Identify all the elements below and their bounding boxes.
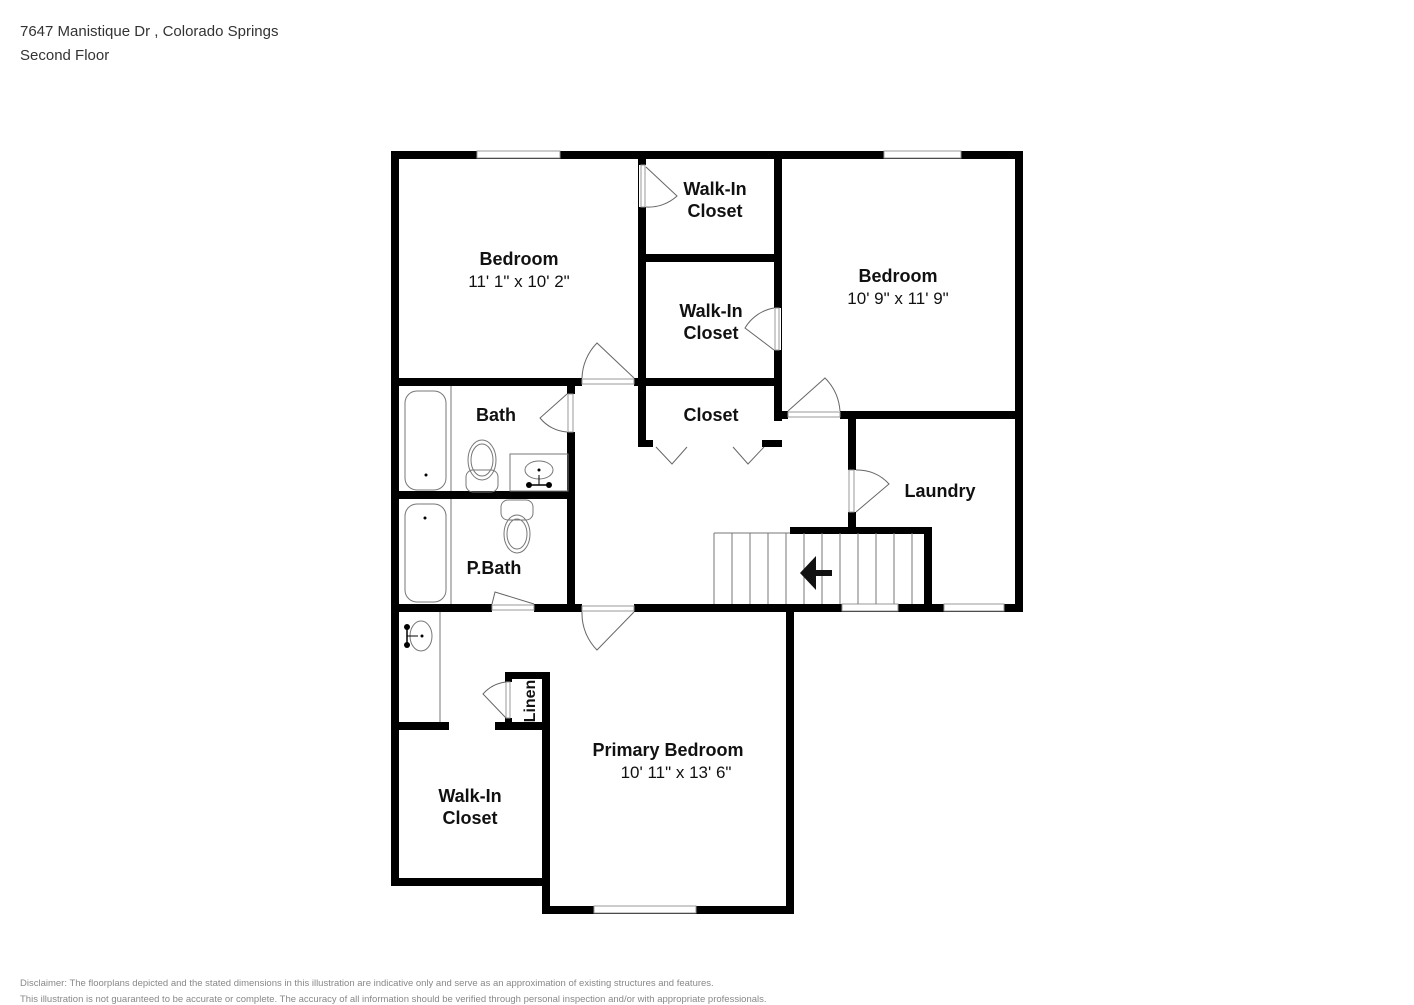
room-walkin-3-line1: Walk-In [438, 786, 501, 806]
doors [482, 164, 890, 719]
room-walkin-1-line2: Closet [687, 201, 742, 221]
property-address: 7647 Manistique Dr , Colorado Springs [20, 23, 279, 40]
room-closet-name: Closet [683, 405, 738, 425]
room-bedroom-2-name: Bedroom [858, 266, 937, 286]
windows [476, 150, 1005, 914]
fixtures [404, 386, 569, 722]
room-walkin-3-line2: Closet [442, 808, 497, 828]
staircase [713, 532, 913, 604]
room-walkin-2-line2: Closet [683, 323, 738, 343]
floor-label: Second Floor [20, 47, 110, 64]
room-labels: Bedroom 11' 1" x 10' 2" Walk-In Closet W… [438, 179, 975, 828]
room-linen-name: Linen [522, 680, 539, 723]
stairs-down-arrow-icon [800, 556, 832, 590]
room-bath-name: Bath [476, 405, 516, 425]
room-walkin-1-line1: Walk-In [683, 179, 746, 199]
room-laundry-name: Laundry [904, 481, 975, 501]
room-bedroom-1-name: Bedroom [479, 249, 558, 269]
disclaimer-line-1: Disclaimer: The floorplans depicted and … [20, 978, 714, 989]
room-bedroom-1-dims: 11' 1" x 10' 2" [468, 272, 569, 291]
room-primary-dims: 10' 11" x 13' 6" [621, 763, 732, 782]
room-walkin-2-line1: Walk-In [679, 301, 742, 321]
room-primary-name: Primary Bedroom [592, 740, 743, 760]
room-pbath-name: P.Bath [467, 558, 522, 578]
room-bedroom-2-dims: 10' 9" x 11' 9" [847, 289, 948, 308]
